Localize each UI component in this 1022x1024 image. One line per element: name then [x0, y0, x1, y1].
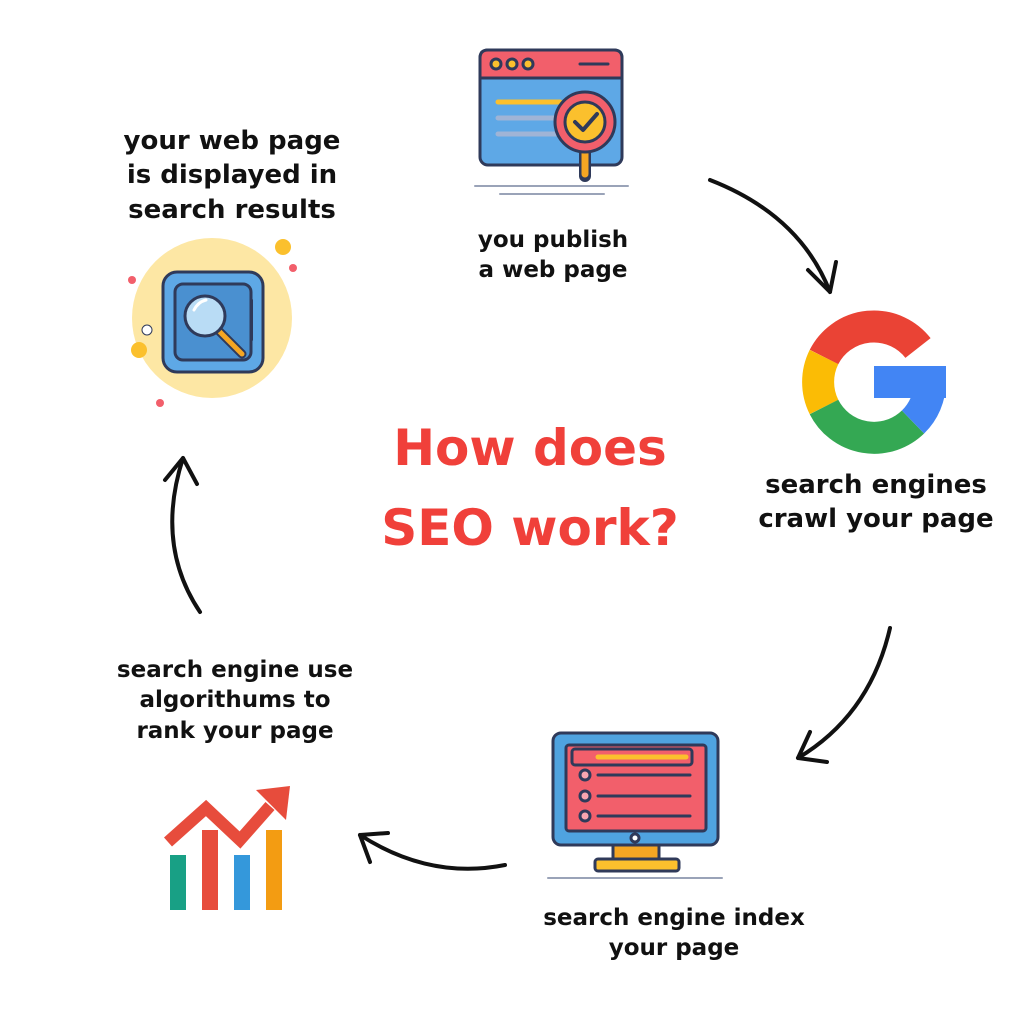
arrow-rank-to-display — [163, 456, 202, 614]
step-label-index: search engine index your page — [543, 905, 805, 962]
arrow-publish-to-crawl — [708, 178, 838, 294]
arrow-index-to-rank — [358, 831, 507, 871]
step-label-publish: you publish a web page — [477, 227, 629, 284]
arrow-crawl-to-index — [796, 626, 892, 764]
step-label-display: your web page is displayed in search res… — [123, 126, 341, 225]
step-label-rank: search engine use algorithums to rank yo… — [116, 657, 354, 744]
step-label-crawl: search engines crawl your page — [758, 470, 994, 535]
diagram-title: How does SEO work? — [381, 419, 679, 557]
